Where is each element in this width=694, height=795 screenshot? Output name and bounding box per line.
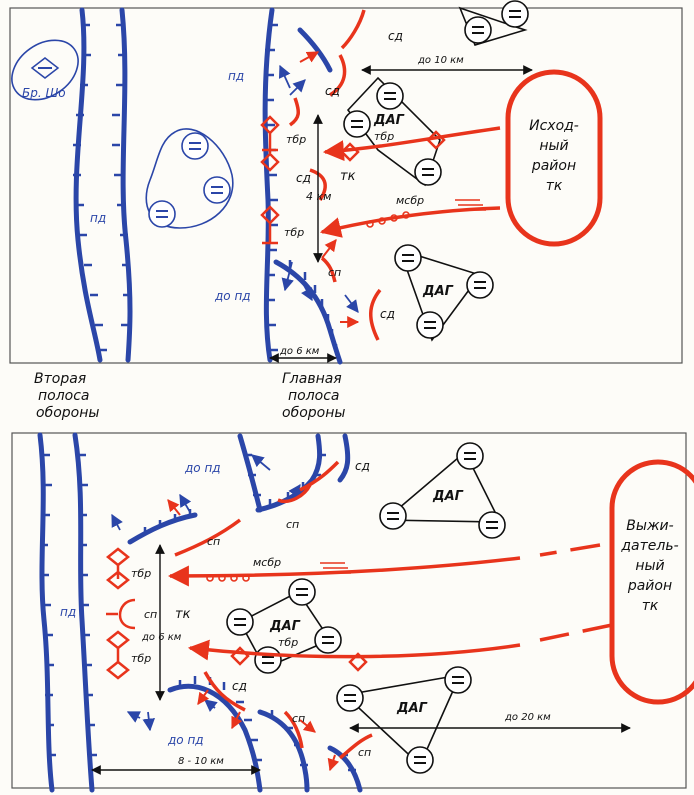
sp-label-b1: сп (207, 535, 220, 548)
dag-label-1: ДАГ (373, 113, 405, 128)
svg-text:Выжи-: Выжи- (626, 518, 673, 534)
sd-label-4: сд (380, 307, 395, 321)
km810-label: 8 - 10 км (178, 756, 224, 767)
dag-group-2: ДАГ (394, 244, 494, 342)
svg-text:тк: тк (642, 598, 659, 614)
top-frame (9, 7, 683, 364)
measure-lines-top (269, 65, 533, 363)
msbr-marks-top (366, 199, 486, 228)
tank-brigades-top (260, 115, 446, 245)
tbr-label-1: тбр (286, 133, 306, 146)
svg-text:тк: тк (546, 178, 563, 194)
svg-text:ный: ный (635, 558, 664, 574)
red-small-arrows-bottom (167, 499, 340, 772)
sd-label-1: сд (388, 29, 403, 43)
caption-second-1: Вторая (34, 371, 86, 387)
blue-arrows-bottom (111, 454, 301, 732)
dag-label-b1: ДАГ (432, 489, 464, 504)
caption-second-2: полоса (38, 388, 90, 404)
do6-label-top: до 6 км (279, 346, 320, 357)
tbr-label-b1: тбр (131, 567, 151, 580)
caption-main-1: Главная (282, 371, 342, 387)
tbr-label-b2: тбр (278, 636, 298, 649)
svg-text:ный: ный (539, 138, 568, 154)
bottom-frame (11, 432, 687, 789)
do10-label: до 10 км (417, 55, 464, 66)
do-pd-label: до пд (214, 289, 251, 303)
sd-label-2: сд (325, 84, 340, 98)
ishodny-rayon-oval (505, 69, 603, 247)
sp-label-b2: сп (286, 518, 299, 531)
dag-group-1: ДАГ (343, 76, 442, 187)
vyzhid-rayon-oval (609, 459, 694, 705)
ishodny-rayon-label: Исход- ный район тк (529, 118, 579, 194)
br-sho-oval (11, 39, 79, 101)
defense-ticks-top (73, 23, 338, 352)
captions: Вторая полоса обороны Главная полоса обо… (34, 371, 345, 421)
blue-arrows-top (278, 64, 359, 314)
do-pd-label-bottom-2: до пд (167, 733, 204, 747)
pd-label-2: пд (90, 211, 106, 225)
red-small-arrows-top (299, 51, 360, 328)
msbr-label-bottom: мсбр (253, 556, 281, 569)
dag-group-b1: ДАГ (379, 442, 506, 539)
tk-label-bottom: тк (175, 607, 191, 622)
sp-label-b4: сп (292, 712, 305, 725)
top-panel: Бр. Шо пд пд до пд ДАГ (9, 0, 683, 365)
svg-text:Исход-: Исход- (529, 118, 579, 134)
br-sho-label: Бр. Шо (22, 86, 66, 100)
msbr-label-top: мсбр (396, 194, 424, 207)
tbr-label-2: тбр (374, 130, 394, 143)
sp-label-top: сп (328, 266, 341, 279)
msbr-marks-bottom (206, 562, 351, 582)
dag-group-top (458, 0, 529, 46)
pd-label-bottom: пд (60, 605, 76, 619)
dag-label-2: ДАГ (422, 284, 454, 299)
sp-label-b3: сп (144, 608, 157, 621)
caption-second-3: обороны (36, 405, 99, 421)
sd-label-3: сд (296, 171, 311, 185)
bottom-panel: до пд до пд пд ДАГ ДАГ (11, 432, 694, 793)
do20-label: до 20 км (504, 712, 551, 723)
blue-artillery-group (145, 128, 234, 229)
sp-label-b5: сп (358, 746, 371, 759)
svg-text:датель-: датель- (620, 538, 678, 554)
pd-label-1: пд (228, 69, 244, 83)
svg-text:район: район (627, 578, 672, 594)
sd-label-b1: сд (355, 459, 370, 473)
tank-brigades-bottom (105, 547, 368, 680)
tk-label-top: тк (340, 169, 356, 184)
km4-label: 4 км (306, 190, 331, 203)
measure-lines-bottom (91, 544, 631, 775)
do6-label-bottom: до 6 км (141, 632, 182, 643)
br-sho-diamond-icon (30, 57, 60, 79)
tbr-label-b3: тбр (131, 652, 151, 665)
dag-label-b3: ДАГ (396, 701, 428, 716)
defense-ticks-bottom (40, 453, 356, 772)
svg-text:район: район (531, 158, 576, 174)
vyzhid-rayon-label: Выжи- датель- ный район тк (620, 518, 678, 614)
sd-label-b2: сд (232, 679, 247, 693)
do-pd-label-bottom-1: до пд (184, 461, 221, 475)
dag-label-b2: ДАГ (269, 619, 301, 634)
caption-main-2: полоса (288, 388, 340, 404)
caption-main-3: обороны (282, 405, 345, 421)
tbr-label-3: тбр (284, 226, 304, 239)
